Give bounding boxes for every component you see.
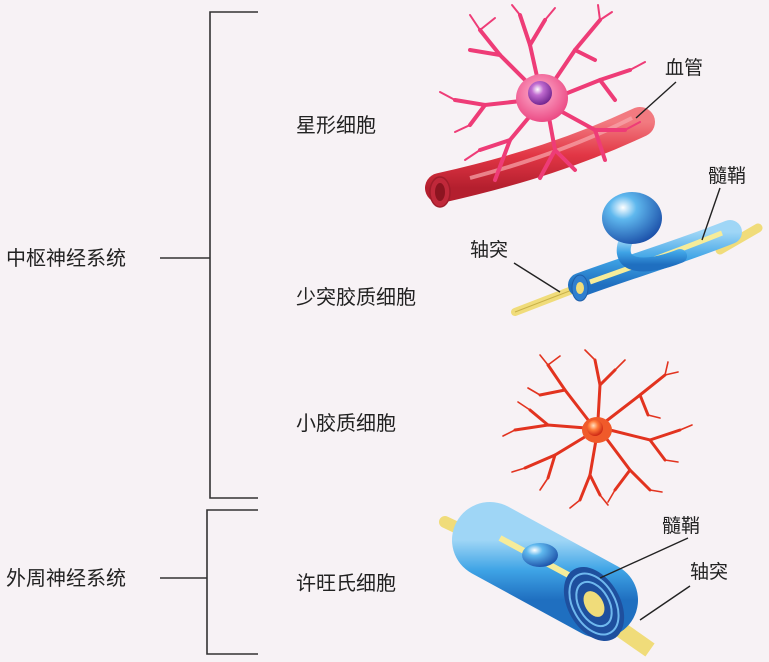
schwann-cell-illustration [439,502,655,657]
astrocyte-label: 星形细胞 [296,113,376,137]
schwann-cell-label: 许旺氏细胞 [296,571,396,595]
pns-bracket [160,509,258,655]
oligodendrocyte-label: 少突胶质细胞 [296,285,416,309]
microglia-illustration [502,349,693,509]
leader-lines [513,81,721,621]
axon-label-upper: 轴突 [470,239,509,261]
pns-label: 外周神经系统 [6,566,126,590]
myelin-label-lower: 髓鞘 [662,515,701,537]
blood-vessel-label: 血管 [665,57,704,79]
cns-label: 中枢神经系统 [6,246,126,270]
astrocyte-illustration [439,4,646,182]
myelin-label-upper: 髓鞘 [708,165,747,187]
cns-bracket [160,11,258,499]
microglia-label: 小胶质细胞 [296,411,396,435]
oligodendrocyte-illustration [511,192,763,316]
axon-label-lower: 轴突 [690,561,729,583]
